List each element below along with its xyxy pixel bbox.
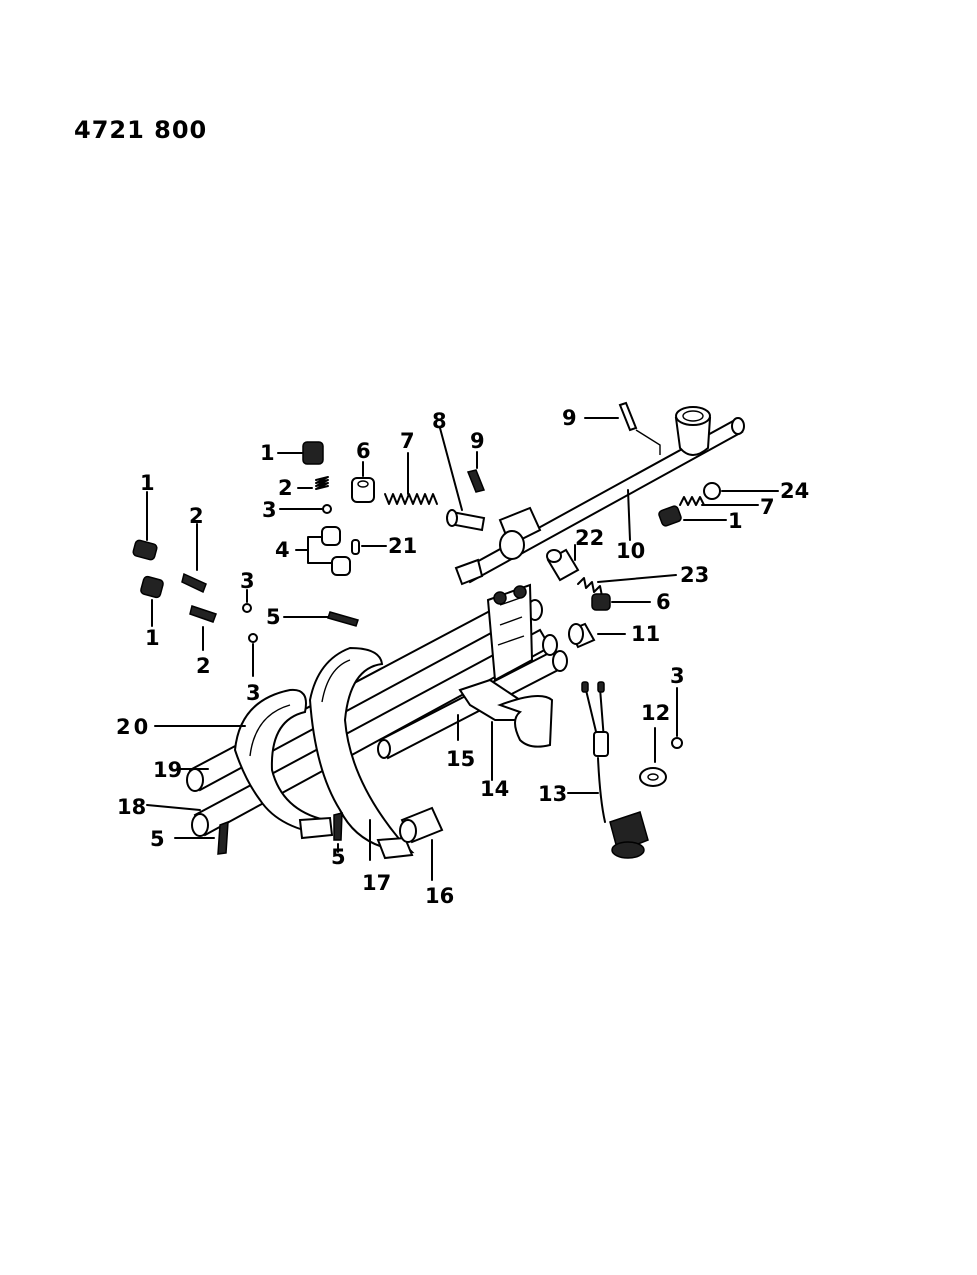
shift-fork-14 [458,678,554,748]
callout-2-left-top: 2 [189,504,204,528]
callout-24: 24 [780,479,809,503]
callout-1-right: 1 [728,509,743,533]
callout-6-right: 6 [656,590,671,614]
sleeve-16 [399,806,444,881]
callout-1-left-bottom: 1 [145,626,160,650]
leader-lines [146,489,631,861]
washer-12 [639,727,667,787]
shift-fork-17 [308,646,415,860]
callout-9-right: 9 [562,406,577,430]
spring-7-top [384,452,438,505]
callout-2: 2 [278,476,293,500]
roll-pins-5-lower [174,812,343,855]
spring-2-top [297,476,329,490]
callout-10: 10 [616,539,645,563]
pin-21 [351,539,387,555]
springs-2-left [181,523,217,651]
interlock-4 [295,526,351,576]
shift-rail-10 [454,406,745,586]
roll-pin-9-top [466,451,486,493]
plug-1-top [277,441,324,465]
callout-16: 16 [425,884,454,908]
callout-6: 6 [356,439,371,463]
shift-fork-20 [233,688,334,840]
callout-9: 9 [470,429,485,453]
callout-7: 7 [400,429,415,453]
roll-pin-9-right [584,401,661,455]
plug-6-top [351,461,375,503]
callout-4: 4 [275,538,290,562]
plugs-1-left [132,491,164,627]
callout-2-left-bottom: 2 [196,654,211,678]
callout-12: 12 [641,701,670,725]
callout-3-left-top: 3 [240,569,255,593]
callout-15: 15 [446,747,475,771]
callout-18: 18 [117,795,146,819]
callout-3-left-bottom: 3 [246,681,261,705]
roll-pin-5-top [283,611,359,627]
detent-set-right [658,482,779,527]
bushing-11 [568,622,626,649]
callout-1: 1 [260,441,275,465]
switch-13 [567,681,649,859]
callout-8: 8 [432,409,447,433]
callout-7-right: 7 [760,495,775,519]
ball-3-top [279,504,332,514]
plunger-22 [546,544,580,582]
callout-17: 17 [362,871,391,895]
callout-11: 11 [631,622,660,646]
ball-3-right [671,687,683,749]
spring-23-plug-6 [577,574,677,611]
callout-22: 22 [575,526,604,550]
callout-5-mid: 5 [331,845,346,869]
pin-8 [439,427,486,532]
callout-14: 14 [480,777,509,801]
callout-3-right: 3 [670,664,685,688]
callout-20: 20 [116,715,151,739]
callout-5-top: 5 [266,605,281,629]
callout-5-left: 5 [150,827,165,851]
callout-23: 23 [680,563,709,587]
callout-21: 21 [388,534,417,558]
callout-3: 3 [262,498,277,522]
bracket-block [486,583,534,682]
callout-1-left-top: 1 [140,471,155,495]
callout-13: 13 [538,782,567,806]
diagram-code: 4721 800 [74,116,208,144]
balls-3-left [242,589,258,677]
callout-19: 19 [153,758,182,782]
